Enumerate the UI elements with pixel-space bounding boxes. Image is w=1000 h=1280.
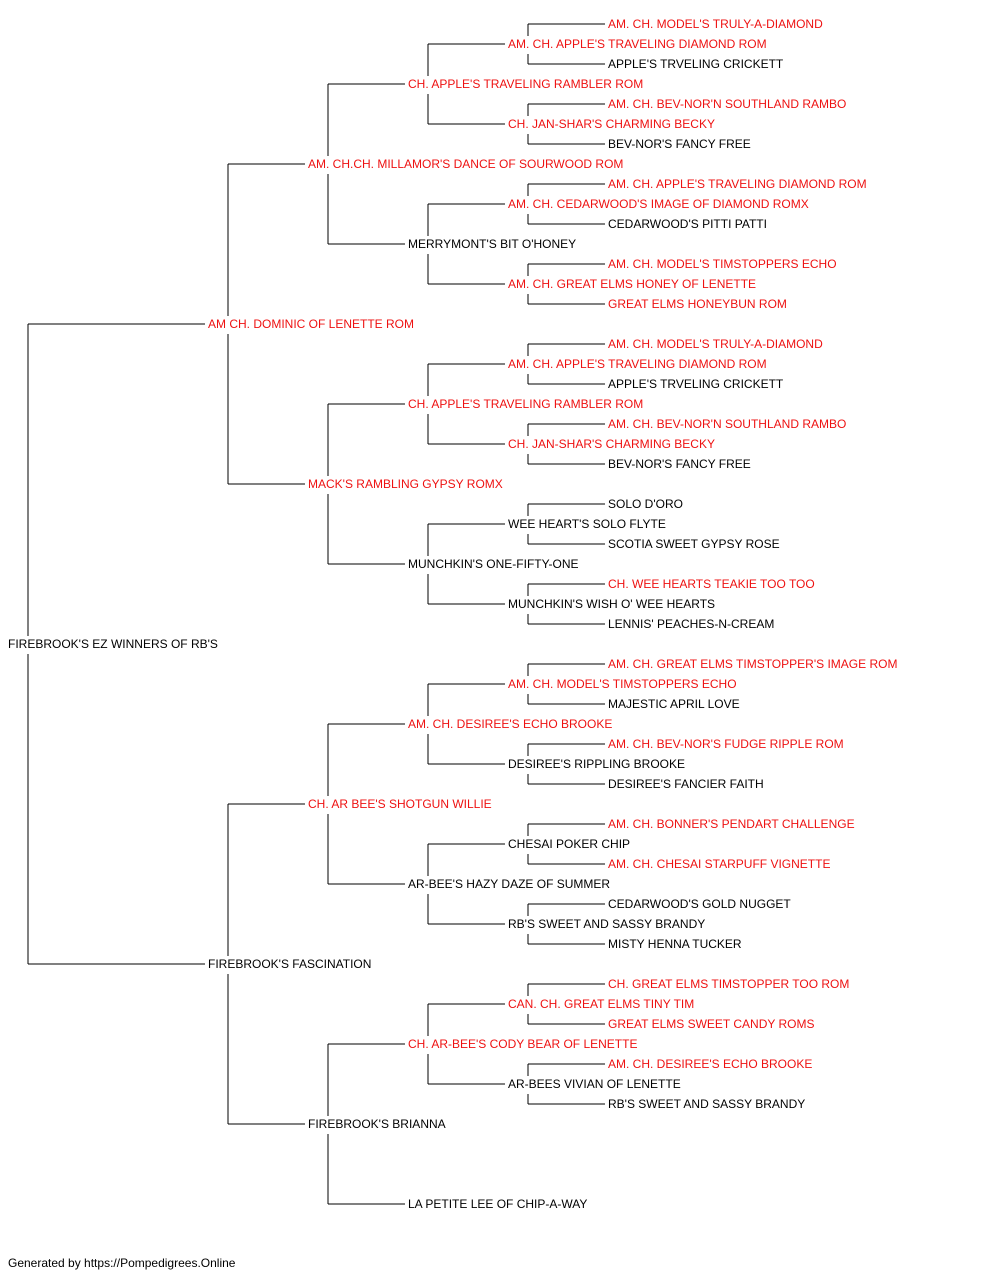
sire-name: AM. CH. DESIREE'S ECHO BROOKE bbox=[608, 1057, 812, 1071]
dam-name: RB'S SWEET AND SASSY BRANDY bbox=[508, 917, 705, 931]
sire-name: CAN. CH. GREAT ELMS TINY TIM bbox=[508, 997, 694, 1011]
dam-name: AR-BEES VIVIAN OF LENETTE bbox=[508, 1077, 681, 1091]
dam-name: AM. CH. CHESAI STARPUFF VIGNETTE bbox=[608, 857, 830, 871]
dam-name: MACK'S RAMBLING GYPSY ROMX bbox=[308, 477, 503, 491]
sire-name: CH. AR BEE'S SHOTGUN WILLIE bbox=[308, 797, 492, 811]
dam-name: CH. JAN-SHAR'S CHARMING BECKY bbox=[508, 437, 715, 451]
sire-name: WEE HEART'S SOLO FLYTE bbox=[508, 517, 666, 531]
dam-name: CEDARWOOD'S PITTI PATTI bbox=[608, 217, 767, 231]
dam-name: MERRYMONT'S BIT O'HONEY bbox=[408, 237, 576, 251]
sire-name: AM. CH. APPLE'S TRAVELING DIAMOND ROM bbox=[508, 357, 767, 371]
footer-credit: Generated by https://Pompedigrees.Online bbox=[8, 1256, 236, 1270]
dam-name: AM. CH. GREAT ELMS HONEY OF LENETTE bbox=[508, 277, 756, 291]
sire-name: CH. AR-BEE'S CODY BEAR OF LENETTE bbox=[408, 1037, 637, 1051]
dam-name: BEV-NOR'S FANCY FREE bbox=[608, 137, 751, 151]
dam-name: APPLE'S TRVELING CRICKETT bbox=[608, 377, 784, 391]
sire-name: AM. CH. BEV-NOR'N SOUTHLAND RAMBO bbox=[608, 417, 846, 431]
dam-name: CH. JAN-SHAR'S CHARMING BECKY bbox=[508, 117, 715, 131]
dam-name: APPLE'S TRVELING CRICKETT bbox=[608, 57, 784, 71]
dam-name: FIREBROOK'S BRIANNA bbox=[308, 1117, 446, 1131]
sire-name: AM. CH. MODEL'S TRULY-A-DIAMOND bbox=[608, 337, 823, 351]
dam-name: GREAT ELMS HONEYBUN ROM bbox=[608, 297, 787, 311]
sire-name: CHESAI POKER CHIP bbox=[508, 837, 630, 851]
dam-name: AR-BEE'S HAZY DAZE OF SUMMER bbox=[408, 877, 610, 891]
dam-name: DESIREE'S RIPPLING BROOKE bbox=[508, 757, 685, 771]
sire-name: AM. CH. APPLE'S TRAVELING DIAMOND ROM bbox=[508, 37, 767, 51]
sire-name: AM. CH. MODEL'S TIMSTOPPERS ECHO bbox=[608, 257, 837, 271]
dam-name: MISTY HENNA TUCKER bbox=[608, 937, 742, 951]
sire-name: AM. CH. MODEL'S TIMSTOPPERS ECHO bbox=[508, 677, 737, 691]
sire-name: AM. CH. BEV-NOR'N SOUTHLAND RAMBO bbox=[608, 97, 846, 111]
sire-name: AM. CH.CH. MILLAMOR'S DANCE OF SOURWOOD … bbox=[308, 157, 623, 171]
sire-name: CH. APPLE'S TRAVELING RAMBLER ROM bbox=[408, 77, 643, 91]
sire-name: SOLO D'ORO bbox=[608, 497, 683, 511]
subject-dog-name: FIREBROOK'S EZ WINNERS OF RB'S bbox=[8, 637, 218, 651]
sire-name: AM. CH. DESIREE'S ECHO BROOKE bbox=[408, 717, 612, 731]
dam-name: BEV-NOR'S FANCY FREE bbox=[608, 457, 751, 471]
sire-name: AM CH. DOMINIC OF LENETTE ROM bbox=[208, 317, 414, 331]
dam-name: MUNCHKIN'S ONE-FIFTY-ONE bbox=[408, 557, 579, 571]
dam-name: DESIREE'S FANCIER FAITH bbox=[608, 777, 764, 791]
sire-name: CH. APPLE'S TRAVELING RAMBLER ROM bbox=[408, 397, 643, 411]
dam-name: FIREBROOK'S FASCINATION bbox=[208, 957, 371, 971]
sire-name: AM. CH. CEDARWOOD'S IMAGE OF DIAMOND ROM… bbox=[508, 197, 809, 211]
dam-name: MUNCHKIN'S WISH O' WEE HEARTS bbox=[508, 597, 715, 611]
sire-name: AM. CH. MODEL'S TRULY-A-DIAMOND bbox=[608, 17, 823, 31]
sire-name: AM. CH. APPLE'S TRAVELING DIAMOND ROM bbox=[608, 177, 867, 191]
sire-name: CH. WEE HEARTS TEAKIE TOO TOO bbox=[608, 577, 815, 591]
dam-name: LA PETITE LEE OF CHIP-A-WAY bbox=[408, 1197, 587, 1211]
sire-name: CH. GREAT ELMS TIMSTOPPER TOO ROM bbox=[608, 977, 849, 991]
dam-name: LENNIS' PEACHES-N-CREAM bbox=[608, 617, 774, 631]
sire-name: AM. CH. BEV-NOR'S FUDGE RIPPLE ROM bbox=[608, 737, 844, 751]
dam-name: SCOTIA SWEET GYPSY ROSE bbox=[608, 537, 780, 551]
sire-name: AM. CH. BONNER'S PENDART CHALLENGE bbox=[608, 817, 855, 831]
dam-name: GREAT ELMS SWEET CANDY ROMS bbox=[608, 1017, 814, 1031]
sire-name: AM. CH. GREAT ELMS TIMSTOPPER'S IMAGE RO… bbox=[608, 657, 897, 671]
sire-name: CEDARWOOD'S GOLD NUGGET bbox=[608, 897, 791, 911]
dam-name: RB'S SWEET AND SASSY BRANDY bbox=[608, 1097, 805, 1111]
dam-name: MAJESTIC APRIL LOVE bbox=[608, 697, 740, 711]
